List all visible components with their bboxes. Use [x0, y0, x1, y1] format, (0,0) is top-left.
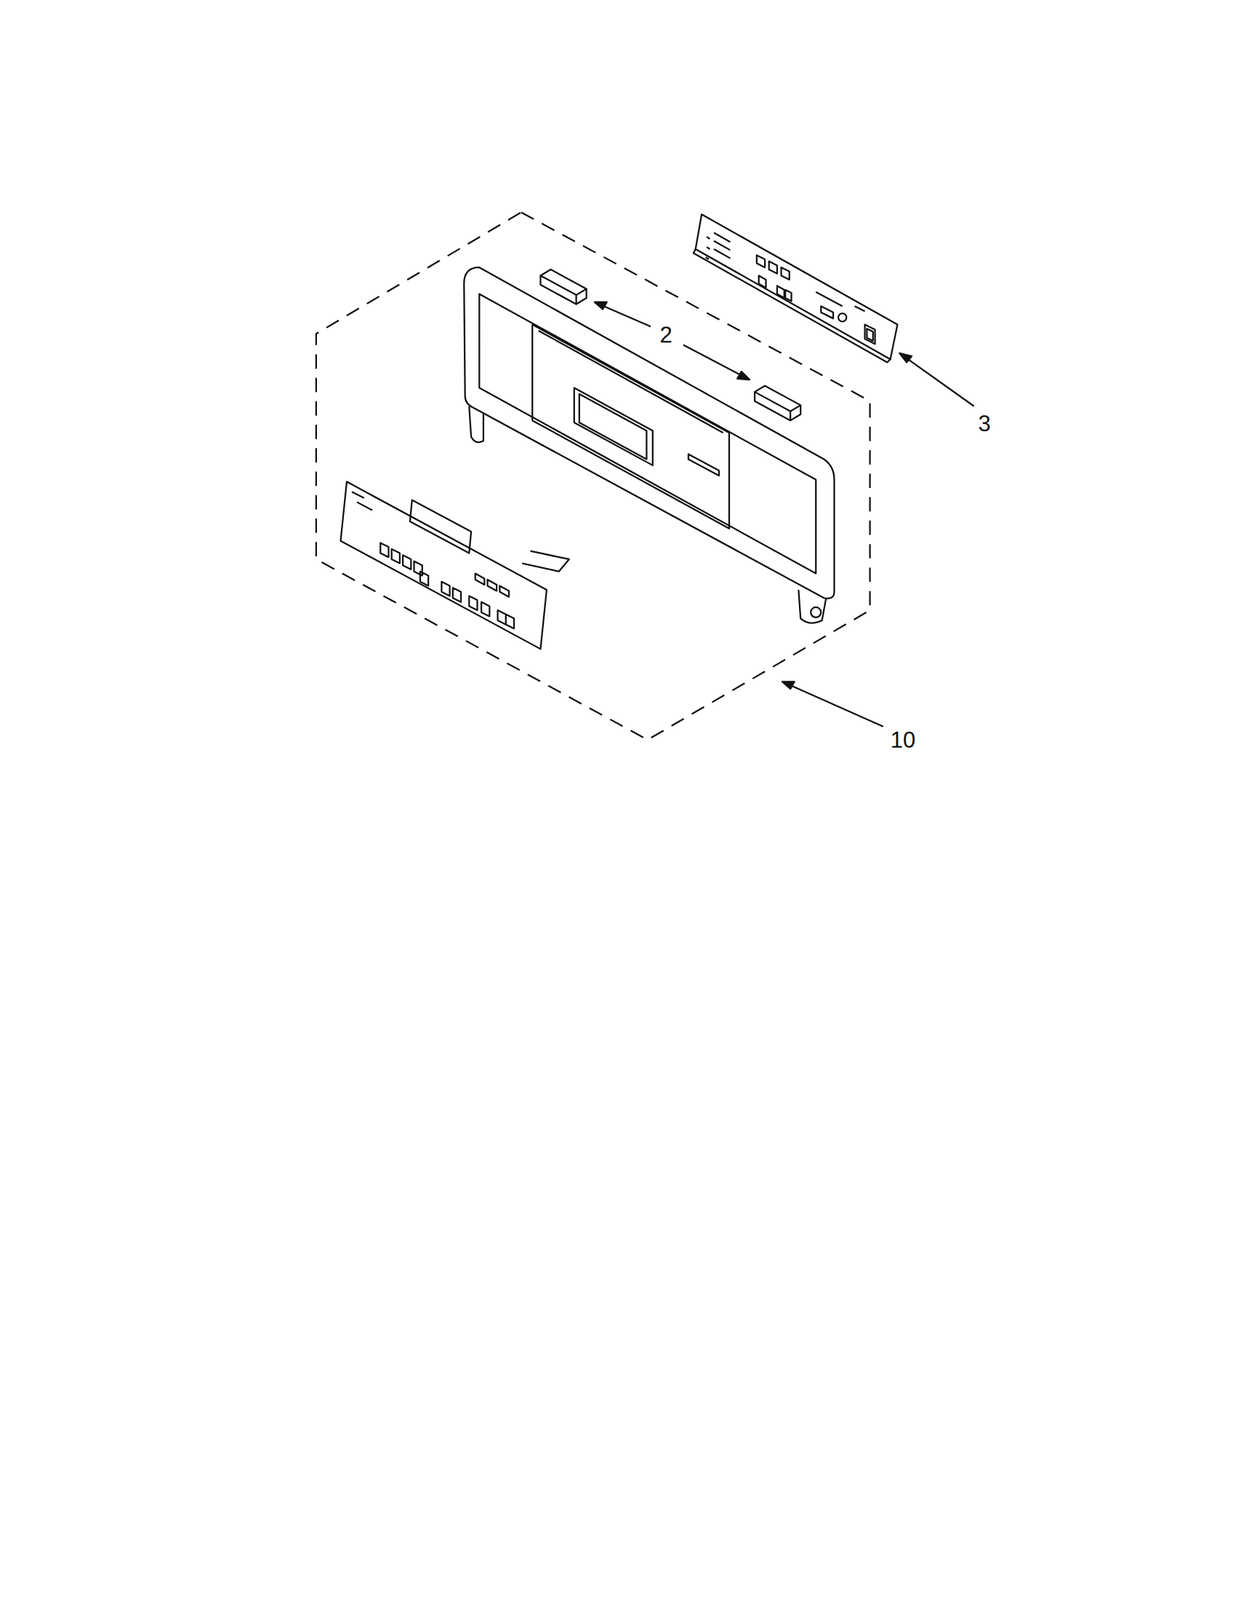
assembly-boundary [316, 212, 871, 740]
control-panel-frame [463, 267, 834, 624]
callout-number: 2 [657, 323, 674, 347]
callout-number: 3 [976, 412, 992, 435]
callout-number: 10 [889, 728, 917, 751]
keypad-overlay [340, 481, 570, 649]
control-board [693, 214, 898, 363]
leader-line [594, 301, 975, 727]
